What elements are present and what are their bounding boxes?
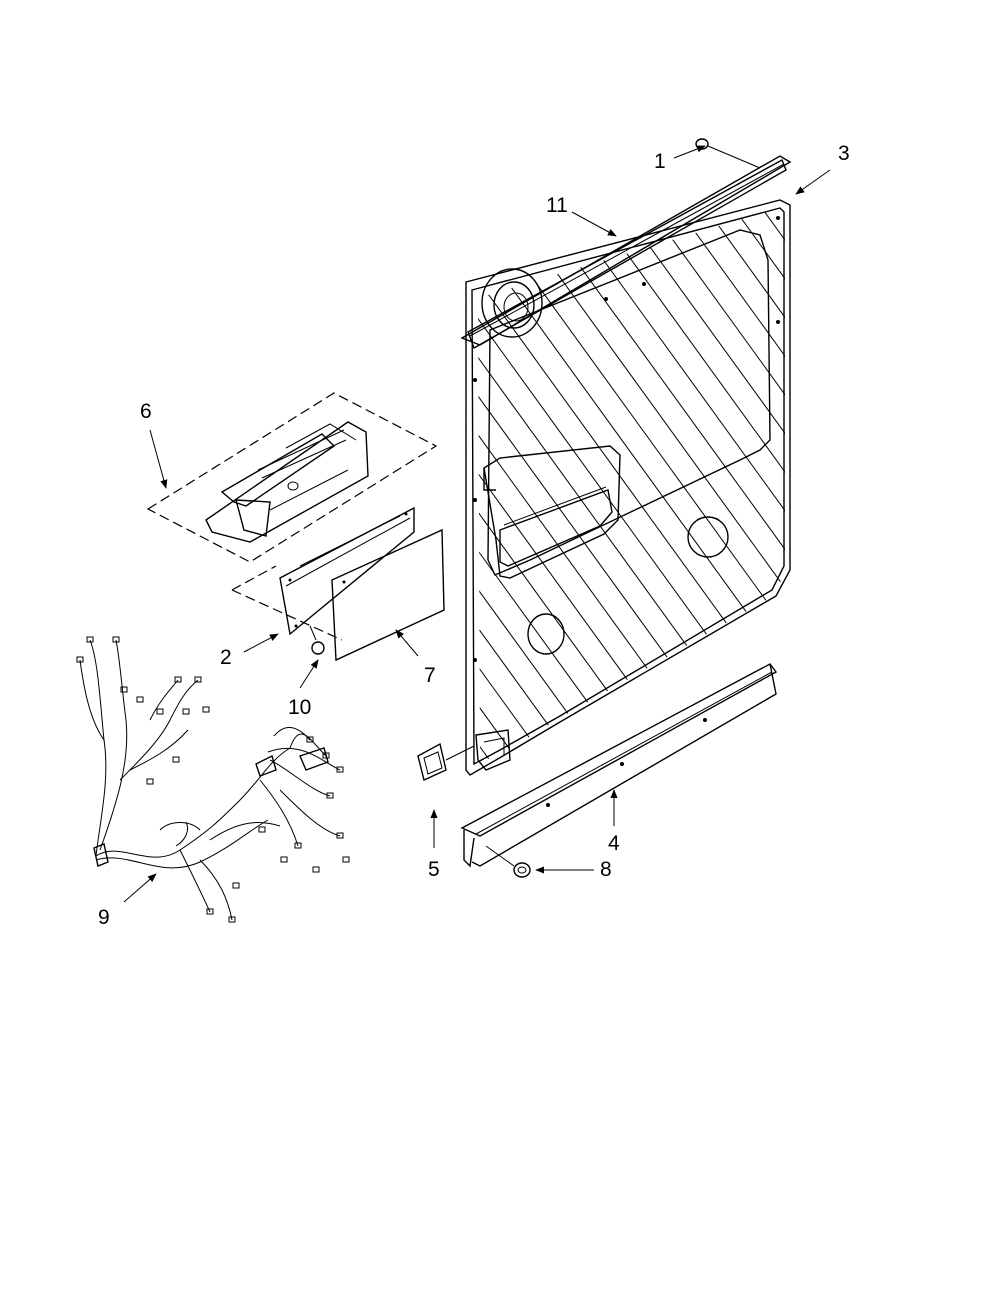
callout-10: 10 [288, 696, 311, 719]
harness-connector [120, 686, 128, 693]
harness-connector [182, 708, 190, 715]
harness-connector [258, 826, 266, 833]
harness-connector [202, 706, 210, 713]
harness-connector [336, 766, 344, 773]
wire-harness [76, 636, 350, 923]
callout-8: 8 [600, 858, 612, 881]
harness-connector [342, 856, 350, 863]
board-shield [331, 528, 445, 662]
harness-connector [172, 756, 180, 763]
arrow-icon [123, 873, 157, 903]
harness-connector [306, 736, 314, 743]
callout-5: 5 [428, 858, 440, 881]
harness-connector [322, 752, 330, 759]
harness-connector [206, 908, 214, 915]
harness-connector [336, 832, 344, 839]
callout-11: 11 [546, 194, 568, 217]
harness-connector [228, 916, 236, 923]
callout-1: 1 [654, 150, 666, 173]
bottom-trim-strip [460, 663, 778, 868]
harness-connector [136, 696, 144, 703]
harness-connector [280, 856, 288, 863]
arrow-icon [795, 169, 831, 195]
harness-connector [156, 708, 164, 715]
arrow-icon [243, 633, 279, 653]
arrow-icon [149, 429, 168, 489]
screw-part-1 [695, 138, 761, 169]
harness-connector [326, 792, 334, 799]
arrow-icon [571, 211, 617, 237]
callout-6: 6 [140, 400, 152, 423]
dispenser-assembly [146, 392, 438, 563]
arrow-icon [395, 629, 419, 657]
arrow-icon [673, 145, 706, 159]
top-gasket-strip [460, 155, 792, 350]
callout-labels: 1 11 3 6 2 7 10 5 4 8 9 [98, 142, 850, 929]
screw-part-8 [485, 845, 531, 878]
control-board [231, 506, 415, 641]
harness-connector [174, 676, 182, 683]
callout-2: 2 [220, 646, 232, 669]
inner-door-panel [465, 199, 791, 776]
arrow-icon [299, 659, 319, 689]
callout-9: 9 [98, 906, 110, 929]
harness-connector [194, 676, 202, 683]
harness-connector [76, 656, 84, 663]
harness-connector [86, 636, 94, 643]
callout-7: 7 [424, 664, 436, 687]
harness-connector [146, 778, 154, 785]
callout-4: 4 [608, 832, 620, 855]
harness-connector [312, 866, 320, 873]
callout-arrows [123, 145, 831, 903]
clip-part-5 [417, 742, 475, 781]
screw-part-10 [309, 625, 325, 655]
harness-connector [294, 842, 302, 849]
harness-connector [232, 882, 240, 889]
harness-connector [112, 636, 120, 643]
callout-3: 3 [838, 142, 850, 165]
